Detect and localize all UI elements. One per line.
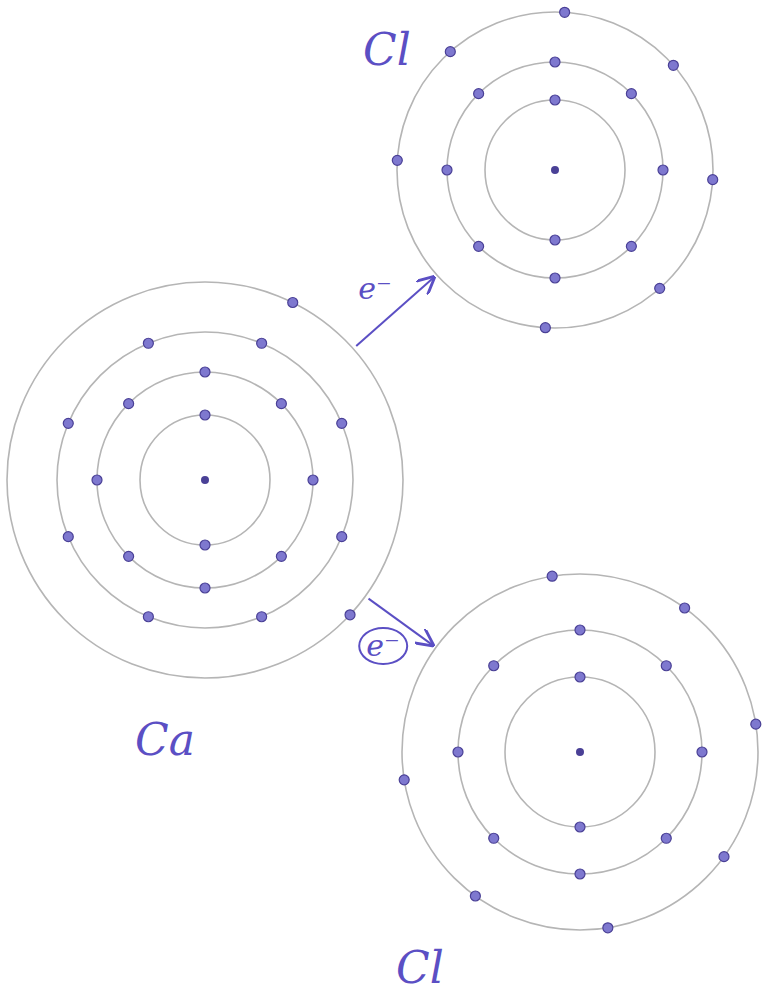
electron-dot [751,719,761,729]
electron-dot [550,57,560,67]
electron-dot [345,610,355,620]
electron-dot [257,338,267,348]
nucleus-dot [551,166,559,174]
nucleus-dot [201,476,209,484]
electron-dot [470,891,480,901]
electron-dot [124,399,134,409]
electron-dot [288,297,298,307]
electron-shell [505,677,655,827]
electron-shell [485,100,625,240]
electron-dot [200,583,210,593]
electron-dot [560,7,570,17]
electron-dot [550,235,560,245]
electron-dot [442,165,452,175]
electron-dot [661,833,671,843]
electron-dot [276,399,286,409]
nucleus-dot [576,748,584,756]
electron-dot [540,323,550,333]
electron-dot [474,89,484,99]
electron-shell [57,332,353,628]
electron-dot [124,551,134,561]
electron-dot [655,283,665,293]
element-symbol: Cl [363,28,411,72]
electron-dot [661,661,671,671]
electron-dot [575,869,585,879]
electron-dot [308,475,318,485]
electron-dot [603,923,613,933]
element-symbol: Cl [396,946,444,990]
electron-shell [402,574,758,930]
electron-dot [200,367,210,377]
electron-dot [200,540,210,550]
electron-dot [668,60,678,70]
electron-dot [337,532,347,542]
shell-diagram [5,280,405,680]
electron-dot [92,475,102,485]
electron-shell [397,12,713,328]
element-symbol: Ca [135,718,195,762]
electron-dot [575,672,585,682]
electron-dot [547,571,557,581]
electron-shell [458,630,702,874]
atom-model: Cl [395,10,715,330]
electron-dot [550,273,560,283]
electron-dot [453,747,463,757]
electron-dot [474,241,484,251]
electron-dot [399,775,409,785]
electron-dot [143,612,153,622]
electron-dot [708,175,718,185]
electron-dot [575,822,585,832]
electron-dot [658,165,668,175]
electron-shell [447,62,663,278]
electron-dot [550,95,560,105]
electron-shell [7,282,403,678]
electron-label: e⁻ [358,627,408,665]
electron-dot [276,551,286,561]
shell-diagram [400,572,760,932]
shell-diagram [395,10,715,330]
electron-dot [719,852,729,862]
electron-dot [392,155,402,165]
electron-dot [337,418,347,428]
atom-model: Ca [5,280,405,680]
electron-dot [680,603,690,613]
electron-shell [140,415,270,545]
electron-shell [97,372,313,588]
electron-dot [143,338,153,348]
atom-model: Cl [400,572,760,932]
electron-dot [697,747,707,757]
electron-dot [489,661,499,671]
electron-dot [626,241,636,251]
electron-dot [575,625,585,635]
electron-dot [445,47,455,57]
electron-dot [63,418,73,428]
electron-label: e⁻ [352,272,398,306]
electron-dot [200,410,210,420]
electron-dot [489,833,499,843]
electron-dot [257,612,267,622]
electron-dot [63,532,73,542]
electron-dot [626,89,636,99]
